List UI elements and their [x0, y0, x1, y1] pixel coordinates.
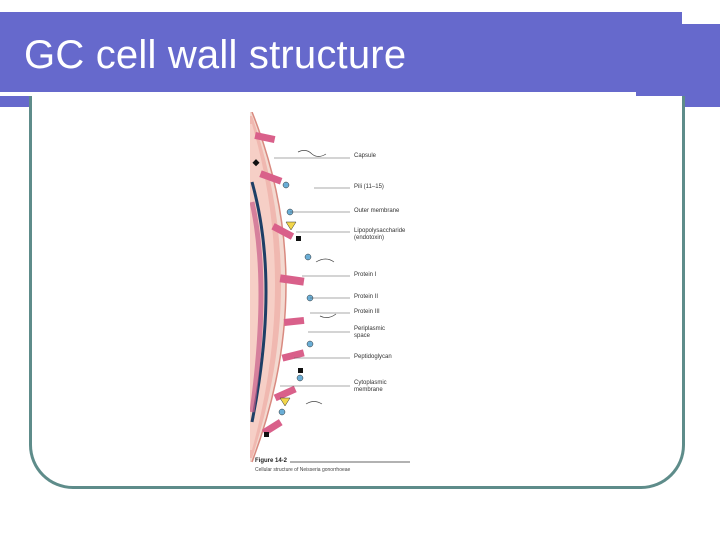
label-outer-membrane: Outer membrane [354, 208, 400, 214]
title-underline [0, 92, 636, 96]
slide-title: GC cell wall structure [24, 33, 407, 77]
label-protein-iii: Protein III [354, 309, 380, 315]
label-protein-i: Protein I [354, 272, 377, 278]
label-periplasmic: Periplasmic [354, 326, 386, 332]
label-endotoxin: (endotoxin) [354, 235, 385, 241]
label-space: space [354, 333, 371, 339]
figure-caption-text: Cellular structure of Neisseria gonorrho… [255, 467, 351, 473]
title-bar-corner [682, 12, 720, 24]
label-capsule: Capsule [354, 153, 377, 159]
cell-wall-diagram [250, 112, 410, 463]
label-pili: Pili (11–15) [354, 184, 384, 190]
label-membrane: membrane [354, 387, 383, 393]
figure-caption-title: Figure 14-2 [255, 458, 288, 464]
label-cytoplasmic: Cytoplasmic [354, 380, 387, 386]
label-lipopolysaccharide: Lipopolysaccharide [354, 228, 406, 234]
title-bar [0, 12, 720, 107]
content-frame [29, 96, 685, 489]
cell-wall-figure: Capsule Pili (11–15) Outer membrane Lipo… [250, 112, 430, 480]
label-peptidoglycan: Peptidoglycan [354, 354, 392, 360]
label-protein-ii: Protein II [354, 294, 379, 300]
